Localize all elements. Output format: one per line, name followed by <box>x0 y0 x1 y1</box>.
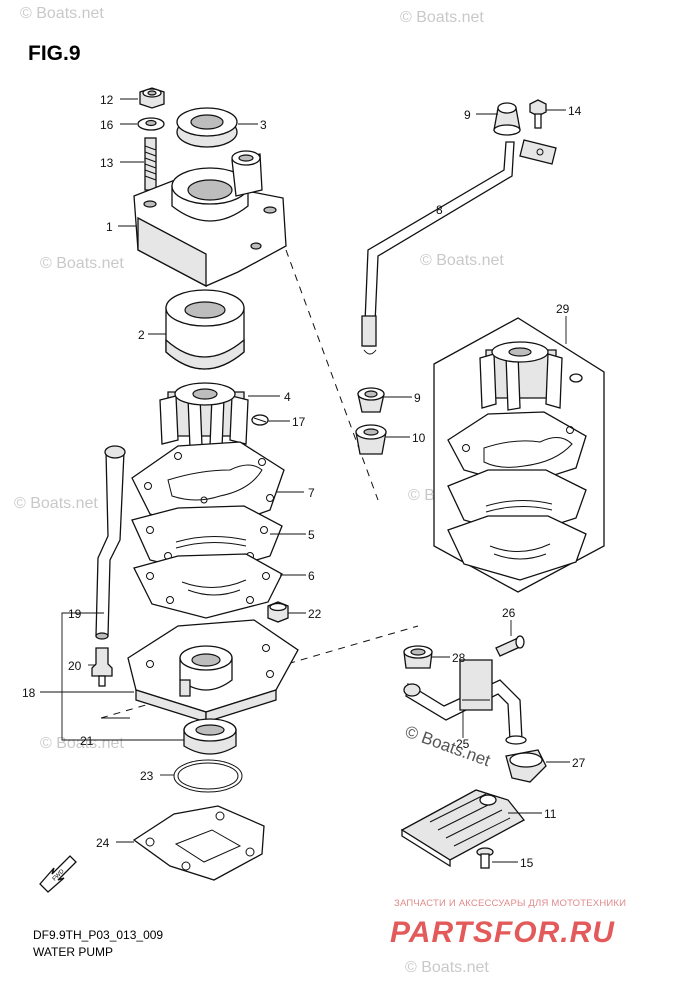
callout-2: 2 <box>138 328 145 342</box>
callout-20: 20 <box>68 659 82 673</box>
watermark-text: © Boats.net <box>14 495 98 512</box>
callout-21: 21 <box>80 734 94 748</box>
part-11-cover <box>400 789 525 868</box>
callout-19: 19 <box>68 607 82 621</box>
part-15-screw <box>476 847 494 869</box>
part-22-nut <box>267 601 289 623</box>
watermark-text: © Boats.net <box>40 255 124 272</box>
shop-logo-text: PARTSFOR.RU <box>390 916 615 949</box>
callout-28: 28 <box>452 651 466 665</box>
callout-27: 27 <box>572 756 586 770</box>
part-13-stud <box>144 137 157 191</box>
callout-8: 8 <box>436 203 443 217</box>
part-14-bolt <box>529 99 547 129</box>
part-8-water-pipe <box>361 139 557 355</box>
part-23-o-ring <box>173 759 243 793</box>
part-20-fitting <box>91 647 113 687</box>
callout-9-top: 9 <box>464 108 471 122</box>
callout-29: 29 <box>556 302 570 316</box>
watermark-dark: © Boats.net <box>403 722 493 770</box>
callout-11: 11 <box>544 807 557 821</box>
part-9-grommet-lower <box>357 387 385 413</box>
watermark-text: © Boats.net <box>400 9 484 26</box>
part-18-pump-case <box>127 619 299 723</box>
part-16-washer <box>137 117 165 131</box>
callout-15: 15 <box>520 856 534 870</box>
part-19-water-tube <box>95 445 126 640</box>
part-4-impeller <box>159 382 249 449</box>
part-3-seal <box>176 107 238 148</box>
callout-6: 6 <box>308 569 315 583</box>
part-29-repair-kit <box>433 317 605 593</box>
watermark-text: © Boats.net <box>40 735 124 752</box>
callout-17: 17 <box>292 415 306 429</box>
part-21-seal <box>183 718 237 755</box>
part-24-gasket <box>132 805 265 881</box>
callout-23: 23 <box>140 769 154 783</box>
leader-lines <box>40 98 570 863</box>
callout-12: 12 <box>100 93 114 107</box>
part-12-nut <box>139 87 165 109</box>
part-28-grommet <box>403 645 433 669</box>
watermark-text: © Boats.net <box>20 5 104 22</box>
callouts: 12 16 13 3 1 2 4 17 7 5 6 22 19 20 18 21… <box>22 93 586 870</box>
fwd-arrow-icon: FWD <box>39 855 77 893</box>
callout-14: 14 <box>568 104 582 118</box>
callout-3: 3 <box>260 118 267 132</box>
callout-9-lower: 9 <box>414 391 421 405</box>
callout-18: 18 <box>22 686 36 700</box>
part-6-gasket <box>133 553 283 619</box>
shop-tagline: ЗАПЧАСТИ И АКСЕССУАРЫ ДЛЯ МОТОТЕХНИКИ <box>394 898 626 909</box>
callout-25: 25 <box>456 737 470 751</box>
figure-title: FIG.9 <box>28 42 81 65</box>
callout-5: 5 <box>308 528 315 542</box>
part-10-seal <box>355 424 387 455</box>
watermark-text: © Boats.net <box>420 252 504 269</box>
callout-10: 10 <box>412 431 426 445</box>
callout-13: 13 <box>100 156 114 170</box>
callout-4: 4 <box>284 390 291 404</box>
callout-26: 26 <box>502 606 516 620</box>
callout-24: 24 <box>96 836 110 850</box>
callout-16: 16 <box>100 118 114 132</box>
part-25-pipe-joint <box>403 659 527 745</box>
callout-7: 7 <box>308 486 315 500</box>
part-1-pump-housing <box>133 150 287 288</box>
part-9-grommet-top <box>493 102 521 136</box>
shop-logo: ЗАПЧАСТИ И АКСЕССУАРЫ ДЛЯ МОТОТЕХНИКИ PA… <box>390 898 626 949</box>
part-2-liner <box>165 289 245 370</box>
part-27-grommet <box>505 749 547 783</box>
watermark-text: © Boats.net <box>405 959 489 976</box>
callout-22: 22 <box>308 607 322 621</box>
callout-1: 1 <box>106 220 113 234</box>
figure-code: DF9.9TH_P03_013_009 <box>33 928 163 942</box>
part-26-bolt <box>495 635 525 657</box>
part-17-key <box>251 414 269 426</box>
figure-name: WATER PUMP <box>33 945 113 959</box>
